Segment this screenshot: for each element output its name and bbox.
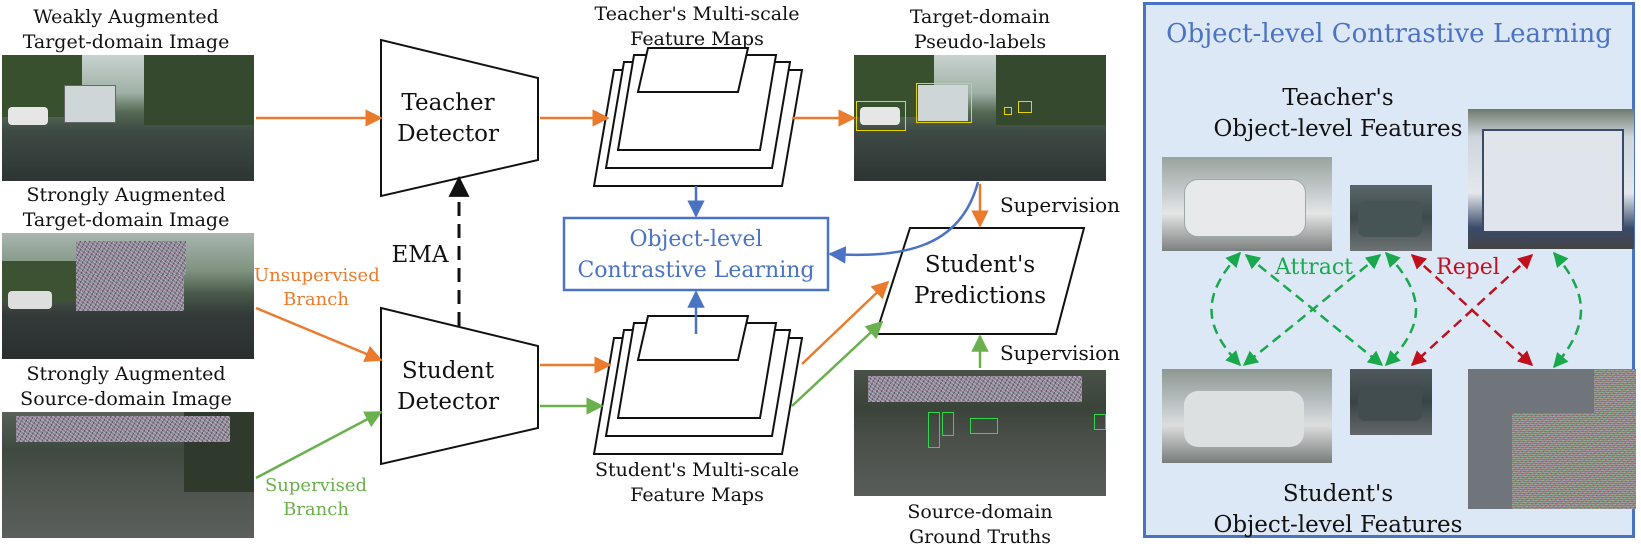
- gt-box: [928, 412, 940, 448]
- contrastive-panel: Object-level Contrastive Learning Teache…: [1143, 2, 1636, 538]
- car-shape: [8, 291, 52, 309]
- car-shape: [1184, 391, 1304, 447]
- attract-arc-bus: [1553, 251, 1583, 369]
- gt-box: [970, 418, 998, 434]
- noise-patch: [868, 376, 1082, 402]
- car-shape: [1358, 201, 1422, 237]
- strong-target-image: [2, 233, 254, 359]
- strong-target-label: Strongly Augmented Target-domain Image: [22, 184, 230, 231]
- weak-target-label: Weakly Augmented Target-domain Image: [22, 6, 230, 53]
- bus-shape: [918, 85, 968, 121]
- teacher-detector-shape: [380, 38, 539, 198]
- attract-arc-car-white: [1210, 251, 1242, 367]
- noise-patch: [76, 275, 184, 311]
- noise-patch: [16, 416, 230, 442]
- bus-shape: [1482, 129, 1624, 233]
- teacher-detector-label: Teacher Detector: [397, 90, 499, 147]
- car-shape: [1184, 179, 1306, 237]
- contrastive-box-label: Object-level Contrastive Learning: [577, 227, 815, 283]
- arrow-pseudo-to-contrastive: [828, 181, 980, 264]
- ground-truths-title: Source-domain Ground Truths: [907, 501, 1053, 548]
- repel-cross-2: [1410, 253, 1534, 367]
- student-features-label: Student's Object-level Features: [1213, 481, 1463, 538]
- ema-label: EMA: [391, 242, 449, 268]
- supervised-branch-label: Supervised Branch: [264, 475, 368, 520]
- arrow-strong-source-to-student: [255, 410, 383, 480]
- strong-source-image: [2, 412, 254, 538]
- trees-right: [144, 55, 254, 125]
- weak-target-image: [2, 55, 254, 181]
- car-shape: [860, 107, 900, 125]
- trees-right: [996, 55, 1106, 125]
- teacher-crop-car-dark: [1350, 185, 1432, 251]
- gt-box: [942, 412, 954, 436]
- attract-arc-car-dark: [1384, 251, 1418, 367]
- strong-source-label: Strongly Augmented Source-domain Image: [20, 363, 232, 410]
- student-feature-maps: [592, 315, 804, 455]
- teacher-crop-bus: [1468, 109, 1634, 249]
- attract-cross-2: [1242, 254, 1382, 366]
- supervision-label-top: Supervision: [999, 193, 1121, 217]
- pseudo-box: [1018, 101, 1032, 113]
- pseudo-labels-image: [854, 55, 1106, 181]
- unsupervised-branch-label: Unsupervised Branch: [254, 265, 380, 310]
- teacher-crop-car-white: [1162, 157, 1332, 251]
- pseudo-box: [1004, 107, 1012, 115]
- pseudo-labels-title: Target-domain Pseudo-labels: [909, 6, 1051, 53]
- noise-patch: [1512, 413, 1636, 509]
- gt-box: [1094, 414, 1106, 430]
- student-maps-label: Student's Multi-scale Feature Maps: [594, 459, 800, 506]
- ground-truth-image: [854, 370, 1106, 496]
- car-shape: [8, 107, 48, 125]
- attract-cross-1: [1244, 254, 1384, 366]
- arrow-maps-to-predictions-green: [791, 320, 884, 407]
- pseudo-box: [916, 83, 972, 123]
- car-shape: [1358, 385, 1422, 421]
- student-crop-bus-noised: [1468, 369, 1636, 509]
- teacher-features-label: Teacher's Object-level Features: [1213, 85, 1463, 142]
- arrow-maps-to-predictions-orange: [801, 280, 890, 365]
- pseudo-box: [856, 101, 906, 131]
- panel-title: Object-level Contrastive Learning: [1166, 19, 1612, 49]
- supervision-label-bottom: Supervision: [999, 341, 1121, 365]
- arrow-strong-target-to-student: [255, 306, 383, 363]
- attract-repel-arrows: [1210, 251, 1583, 369]
- student-crop-car-dark: [1350, 369, 1432, 435]
- bus-shape: [64, 85, 116, 123]
- student-detector-label: Student Detector: [397, 358, 499, 415]
- student-crop-car-white: [1162, 369, 1332, 463]
- noise-patch: [76, 241, 186, 275]
- teacher-maps-label: Teacher's Multi-scale Feature Maps: [594, 3, 800, 50]
- contrastive-box-frame: [562, 216, 830, 292]
- predictions-label: Student's Predictions: [913, 252, 1047, 309]
- teacher-feature-maps: [592, 47, 804, 187]
